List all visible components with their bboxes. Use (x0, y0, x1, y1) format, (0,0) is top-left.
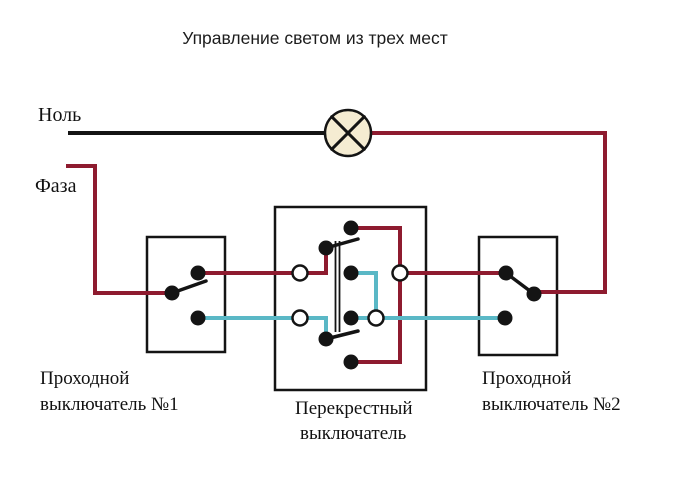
switch2-internals (497, 265, 542, 326)
crossover-middle-lower-terminal (343, 310, 359, 326)
phase-wire-crossover-loop (349, 226, 402, 364)
switch1-common-terminal (164, 285, 180, 301)
crossover-left-entry-lower (291, 309, 309, 327)
crossover-top-terminal (343, 220, 359, 236)
crossover-upper-left-terminal (318, 240, 334, 256)
switch1-label-line2: выключатель №1 (40, 394, 179, 415)
phase-wire-source-to-switch1 (66, 164, 174, 295)
crossover-internals (291, 220, 409, 370)
crossover-lower-left-terminal (318, 331, 334, 347)
lamp-icon (323, 108, 373, 158)
crossover-switch-box (273, 205, 428, 392)
crossover-label-line2: выключатель (300, 423, 407, 444)
switch2-label-line2: выключатель №2 (482, 394, 621, 415)
switch2-upper-terminal (498, 265, 514, 281)
switch1-label-line1: Проходной (40, 368, 129, 389)
crossover-label-line1: Перекрестный (295, 398, 413, 419)
switch1-lower-terminal (190, 310, 206, 326)
diagram-title: Управление светом из трех мест (182, 28, 448, 48)
phase-wire-switch1-to-crossover (196, 246, 328, 275)
neutral-label: Ноль (38, 104, 81, 126)
switch1-internals (164, 265, 208, 326)
switch2-box (477, 235, 559, 357)
crossover-bottom-terminal (343, 354, 359, 370)
traveler-wire-crossover-inner (349, 271, 378, 320)
crossover-left-entry-upper (291, 264, 309, 282)
phase-label: Фаза (35, 175, 77, 197)
lamp-cross-icon (330, 115, 366, 151)
switch2-common-terminal (526, 286, 542, 302)
switch2-label-line1: Проходной (482, 368, 571, 389)
switch2-lower-terminal (497, 310, 513, 326)
switch1-upper-terminal (190, 265, 206, 281)
crossover-right-exit-upper (391, 264, 409, 282)
crossover-middle-upper-terminal (343, 265, 359, 281)
phase-wire-lamp-to-switch2 (369, 131, 607, 294)
crossover-right-exit-lower (367, 309, 385, 327)
